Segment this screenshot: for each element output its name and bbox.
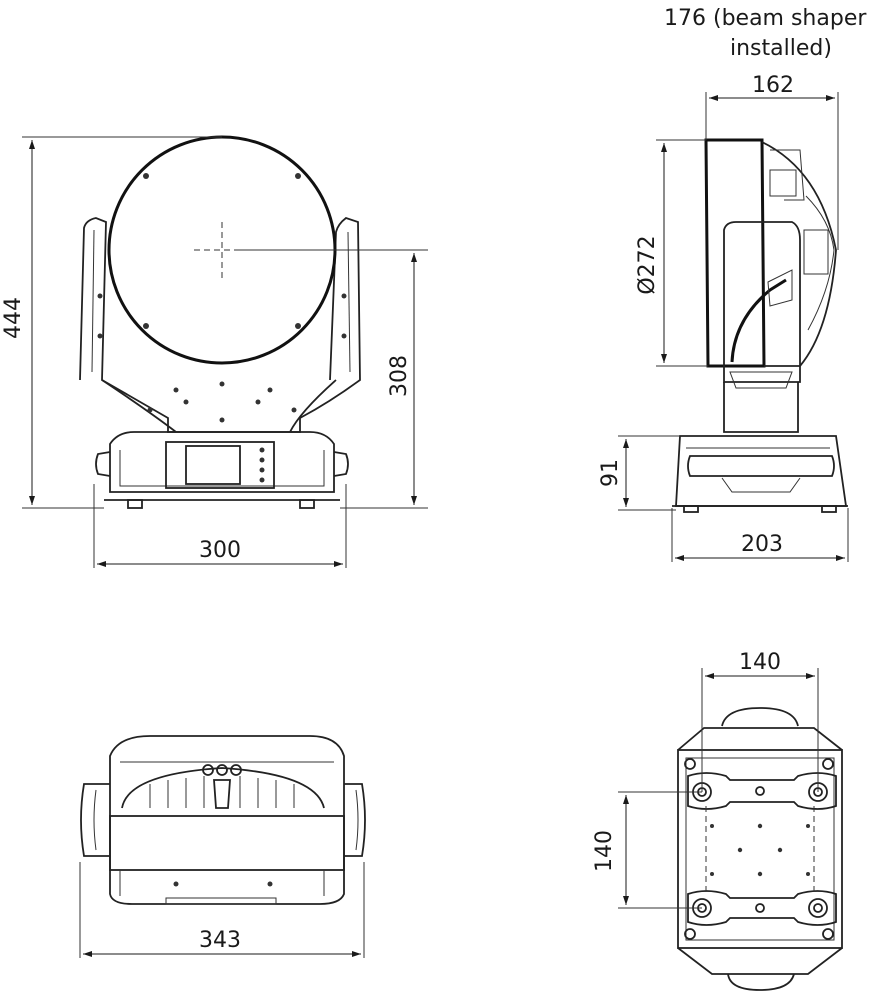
bottom-hole-spacing-x-label: 140: [739, 650, 781, 675]
top-width-label: 343: [199, 928, 241, 953]
side-head-depth-label: 162: [752, 73, 794, 98]
front-pivot-height-label: 308: [387, 355, 412, 397]
top-view: [79, 735, 366, 958]
side-view: [618, 92, 849, 562]
front-base-width-label: 300: [199, 538, 241, 563]
side-base-depth-label: 203: [741, 532, 783, 557]
side-depth-label-line2: installed): [730, 36, 832, 61]
bottom-hole-spacing-y-label: 140: [592, 830, 617, 872]
front-height-label: 444: [1, 297, 26, 339]
bottom-view: [618, 668, 843, 991]
side-base-height-label: 91: [598, 459, 623, 487]
front-view: [22, 135, 428, 568]
side-lens-diameter-label: Ø272: [635, 235, 660, 295]
side-depth-label-line1: 176 (beam shaper: [664, 6, 867, 31]
